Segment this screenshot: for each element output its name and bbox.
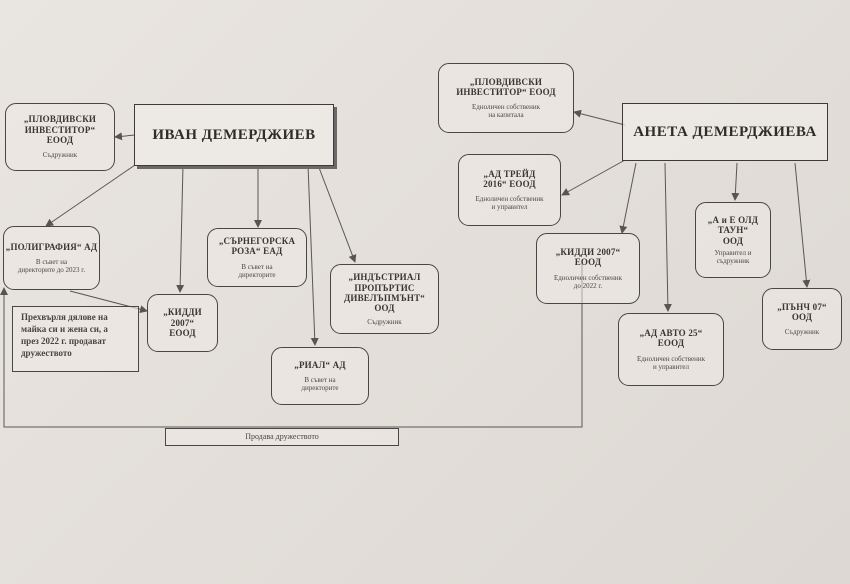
line-aneta-adtreid: [561, 159, 626, 196]
line-ivan-poligrafia: [45, 164, 136, 227]
node-kiddi-right: „КИДДИ 2007“ ЕООД Едноличен собственик д…: [536, 233, 640, 304]
node-ad-avto: „АД АВТО 25“ ЕООД Едноличен собственик и…: [618, 313, 724, 386]
node-name: „ИНДЪСТРИАЛ ПРОПЪРТИС ДИВЕЛЪПМЪНТ“ ООД: [344, 272, 425, 314]
node-name: „СЪРНЕГОРСКА РОЗА“ ЕАД: [218, 236, 296, 257]
node-role: В съвет на директорите: [238, 262, 276, 279]
person-aneta-name: АНЕТА ДЕМЕРДЖИЕВА: [633, 123, 817, 140]
node-name: „АД АВТО 25“ ЕООД: [639, 328, 703, 349]
line-ivan-kiddi: [176, 164, 185, 293]
node-name: „КИДДИ 2007“ ЕООД: [555, 247, 621, 268]
sale-label: Продава дружеството: [245, 432, 319, 441]
node-panch: „ПЪНЧ 07“ ООД Съдружник: [762, 288, 842, 350]
line-aneta-kiddi: [619, 162, 637, 234]
node-role: Едноличен собственик до 2022 г.: [554, 273, 622, 290]
line-aneta-oldtown: [731, 162, 740, 201]
node-role: В съвет на директорите до 2023 г.: [17, 258, 86, 275]
line-aneta-adavto: [663, 162, 672, 312]
node-industrial: „ИНДЪСТРИАЛ ПРОПЪРТИС ДИВЕЛЪПМЪНТ“ ООД С…: [330, 264, 439, 334]
node-role: В съвет на директорите: [301, 376, 339, 393]
node-name: „ПЪНЧ 07“ ООД: [777, 301, 827, 322]
line-aneta-panch: [794, 162, 811, 288]
line-ivan-rial: [307, 164, 319, 346]
sale-label-box: Продава дружеството: [165, 428, 399, 446]
node-role: Едноличен собственик и управител: [637, 354, 705, 371]
person-aneta: АНЕТА ДЕМЕРДЖИЕВА: [622, 103, 828, 161]
node-a-e-old-town: „А и Е ОЛД ТАУН“ ООД Управител и съдружн…: [695, 202, 771, 278]
line-ivan-plovdivski: [114, 132, 136, 141]
person-ivan-name: ИВАН ДЕМЕРДЖИЕВ: [152, 126, 316, 143]
node-name: „РИАЛ“ АД: [294, 359, 346, 370]
note-transfer: Прехвърля дялове на майка си и жена си, …: [12, 306, 139, 372]
node-sarnegorska: „СЪРНЕГОРСКА РОЗА“ ЕАД В съвет на директ…: [207, 228, 307, 287]
node-name: „КИДДИ 2007“ ЕООД: [163, 307, 202, 339]
node-plovdivski-left: „ПЛОВДИВСКИ ИНВЕСТИТОР“ ЕООД Съдружник: [5, 103, 115, 171]
node-name: „А и Е ОЛД ТАУН“ ООД: [707, 214, 759, 246]
node-poligrafia: „ПОЛИГРАФИЯ“ АД В съвет на директорите д…: [3, 226, 100, 290]
node-name: „АД ТРЕЙД 2016“ ЕООД: [483, 168, 536, 189]
node-name: „ПЛОВДИВСКИ ИНВЕСТИТОР“ ЕООД: [456, 76, 556, 97]
person-ivan: ИВАН ДЕМЕРДЖИЕВ: [134, 104, 334, 166]
node-plovdivski-right: „ПЛОВДИВСКИ ИНВЕСТИТОР“ ЕООД Едноличен с…: [438, 63, 574, 133]
line-ivan-industrial: [317, 164, 357, 263]
node-role: Съдружник: [367, 317, 402, 326]
node-name: „ПЛОВДИВСКИ ИНВЕСТИТОР“ ЕООД: [23, 114, 97, 146]
node-role: Едноличен собственик и управител: [475, 195, 544, 212]
node-rial: „РИАЛ“ АД В съвет на директорите: [271, 347, 369, 405]
node-role: Съдружник: [784, 328, 820, 337]
line-aneta-plovdivski: [573, 109, 626, 126]
node-name: „ПОЛИГРАФИЯ“ АД: [5, 241, 98, 252]
node-role: Съдружник: [42, 151, 78, 160]
node-role: Едноличен собственик на капитала: [472, 103, 540, 120]
node-kiddi-left: „КИДДИ 2007“ ЕООД: [147, 294, 218, 352]
line-sale-bracket: [0, 263, 583, 428]
node-role: Управител и съдружник: [714, 248, 752, 266]
node-ad-treid: „АД ТРЕЙД 2016“ ЕООД Едноличен собствени…: [458, 154, 561, 226]
